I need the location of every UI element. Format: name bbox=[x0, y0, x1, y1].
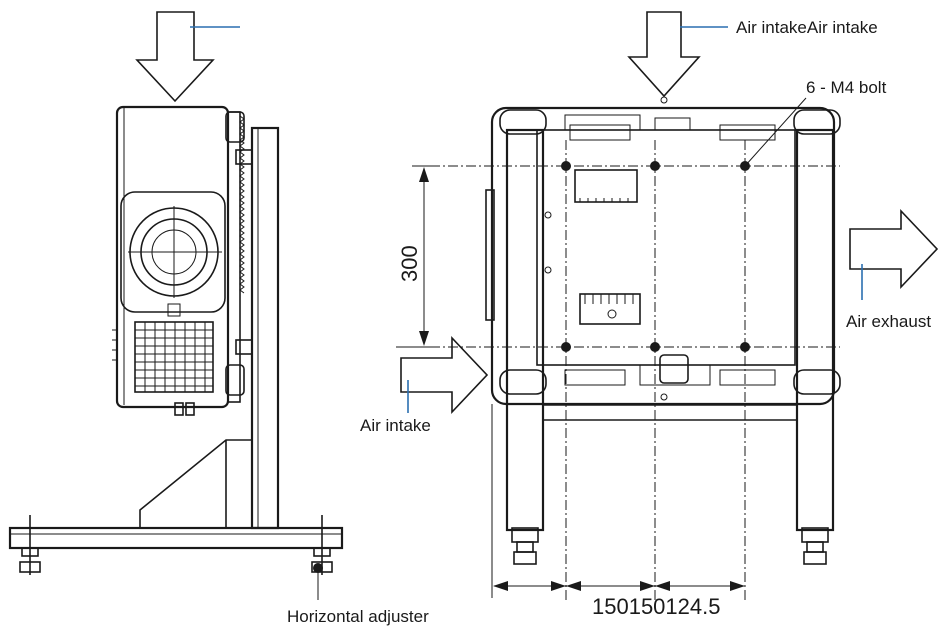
mount-gear-strip bbox=[225, 111, 253, 403]
bolt-leader bbox=[744, 97, 807, 167]
arrow-down-icon bbox=[135, 11, 215, 103]
horizontal-adjuster-label: Horizontal adjuster bbox=[287, 607, 429, 626]
side-view bbox=[8, 11, 344, 600]
stand-legs bbox=[485, 109, 841, 532]
horizontal-dimension bbox=[491, 404, 745, 598]
adjuster-foot-icon bbox=[511, 527, 829, 565]
stand-post bbox=[250, 126, 280, 530]
vertical-dimension bbox=[396, 165, 440, 348]
adjuster-foot-icon bbox=[19, 515, 333, 575]
arrow-down-icon bbox=[627, 11, 701, 98]
air-exhaust-label: Air exhaust bbox=[846, 312, 931, 331]
bolt-label: 6 - M4 bolt bbox=[806, 78, 887, 97]
bolt-centerlines bbox=[430, 140, 840, 600]
front-view bbox=[396, 11, 939, 600]
horizontal-dimension-value: 150150124.5 bbox=[592, 594, 720, 619]
vertical-dimension-value: 300 bbox=[397, 245, 422, 282]
mount-plate bbox=[536, 96, 796, 401]
stand-brace bbox=[139, 439, 252, 528]
air-intake-top-label: Air intakeAir intake bbox=[736, 18, 878, 37]
stand-base bbox=[8, 526, 344, 550]
air-intake-left-label: Air intake bbox=[360, 416, 431, 435]
projector-side-body bbox=[112, 105, 230, 416]
arrow-right-icon bbox=[400, 335, 489, 415]
arrow-right-icon bbox=[849, 208, 939, 290]
front-base bbox=[543, 404, 797, 421]
